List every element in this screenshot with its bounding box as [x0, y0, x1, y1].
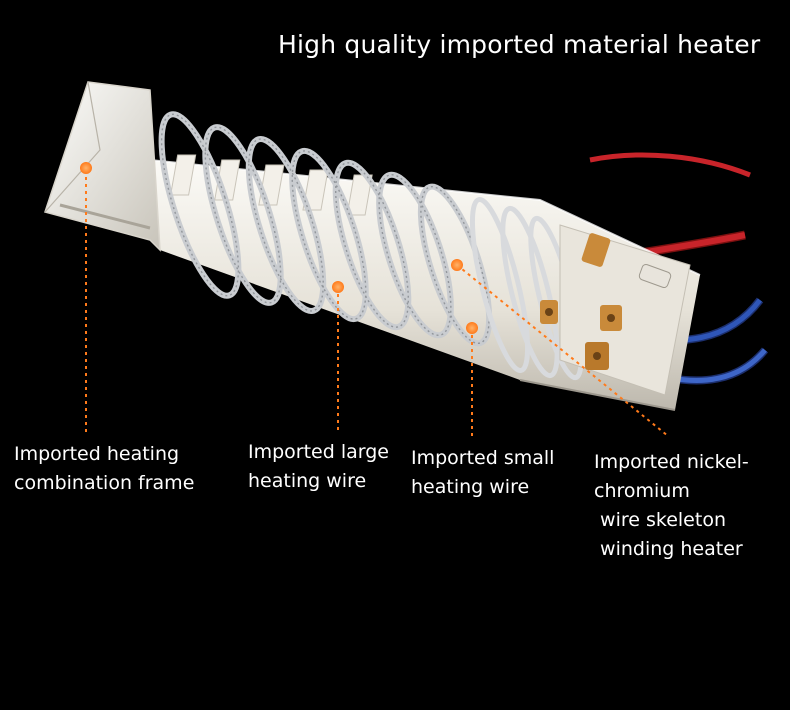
end-frame-plate	[44, 81, 161, 252]
label-heating-frame: Imported heating combination frame	[14, 443, 195, 494]
callout-dot-frame	[80, 162, 92, 174]
terminal-block	[540, 224, 691, 396]
callout-lines	[85, 170, 669, 437]
callout-dot-large	[332, 281, 344, 293]
label-large-heating-wire: Imported large heating wire	[248, 441, 389, 492]
callout-dots	[80, 162, 478, 334]
callout-line-nichrome	[456, 264, 669, 437]
page-title: High quality imported material heater	[278, 30, 761, 59]
label-small-heating-wire: Imported small heating wire	[411, 447, 555, 498]
callout-dot-nichrome	[451, 259, 463, 271]
callout-dot-small	[466, 322, 478, 334]
label-nichrome-skeleton: Imported nickel- chromium wire skeleton …	[594, 451, 749, 560]
